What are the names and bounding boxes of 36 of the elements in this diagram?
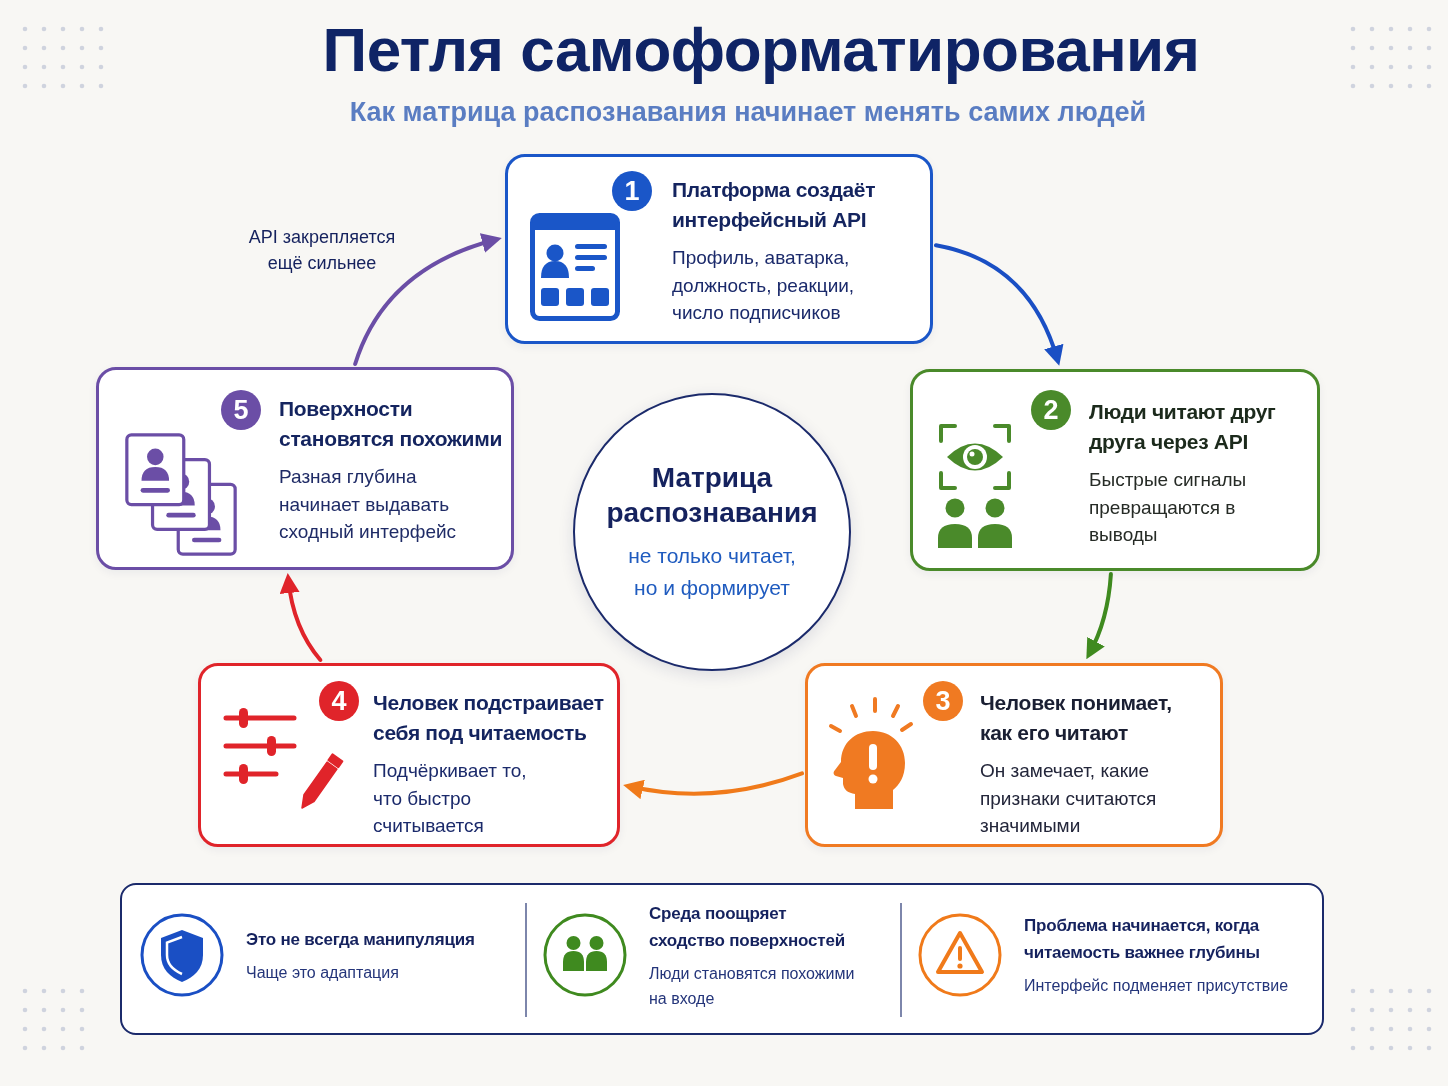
step-card: [505, 154, 933, 344]
step-heading: Поверхности становятся похожими: [279, 396, 503, 452]
step-heading: Платформа создаёт интерфейсный API: [672, 177, 877, 233]
step-description: Он замечает, какие признаки считаются значимыми: [980, 759, 1158, 838]
note-text: Чаще это адаптация: [246, 962, 399, 983]
title: Петля самоформатирования: [322, 14, 1200, 86]
step-description: Профиль, аватарка, должность, реакции, число подписчиков: [672, 246, 856, 325]
step-description: Быстрые сигналы превращаются в выводы: [1089, 468, 1248, 547]
note-text: Люди становятся похожими на входе: [649, 963, 856, 1009]
curved-arrow: [623, 771, 804, 799]
circle-heading: Матрица распознавания: [605, 461, 819, 530]
step-description: Подчёркивает то, что быстро считывается: [373, 759, 528, 838]
step-number: 1: [612, 171, 652, 211]
step-card: [910, 369, 1320, 571]
circle-subtext: не только читает, но и формирует: [627, 543, 797, 601]
step-number: 3: [923, 681, 963, 721]
step-card: [805, 663, 1223, 847]
note-panel: [120, 883, 1324, 1035]
step-number: 2: [1031, 390, 1071, 430]
note-heading: Проблема начинается, когда читаемость важнее глубины: [1024, 915, 1261, 964]
step-heading: Люди читают друг друга через API: [1089, 399, 1277, 455]
step-number: 5: [221, 390, 261, 430]
curved-arrow: [280, 573, 323, 662]
note-text: Интерфейс подменяет присутствие: [1024, 976, 1289, 996]
note-heading: Это не всегда манипуляция: [246, 928, 475, 951]
subtitle: Как матрица распознавания начинает менять самих людей: [349, 96, 1147, 129]
step-card: [96, 367, 514, 570]
step-description: Разная глубина начинает выдавать сходный интерфейс: [279, 465, 458, 544]
curved-arrow: [353, 233, 502, 366]
step-heading: Человек подстраивает себя под читаемость: [373, 690, 605, 746]
note-heading: Среда поощряет сходство поверхностей: [649, 902, 846, 952]
step-number: 4: [319, 681, 359, 721]
step-card: [198, 663, 620, 847]
step-heading: Человек понимает, как его читают: [980, 690, 1173, 746]
curved-arrow: [1086, 572, 1113, 660]
curved-arrow: [934, 243, 1063, 366]
